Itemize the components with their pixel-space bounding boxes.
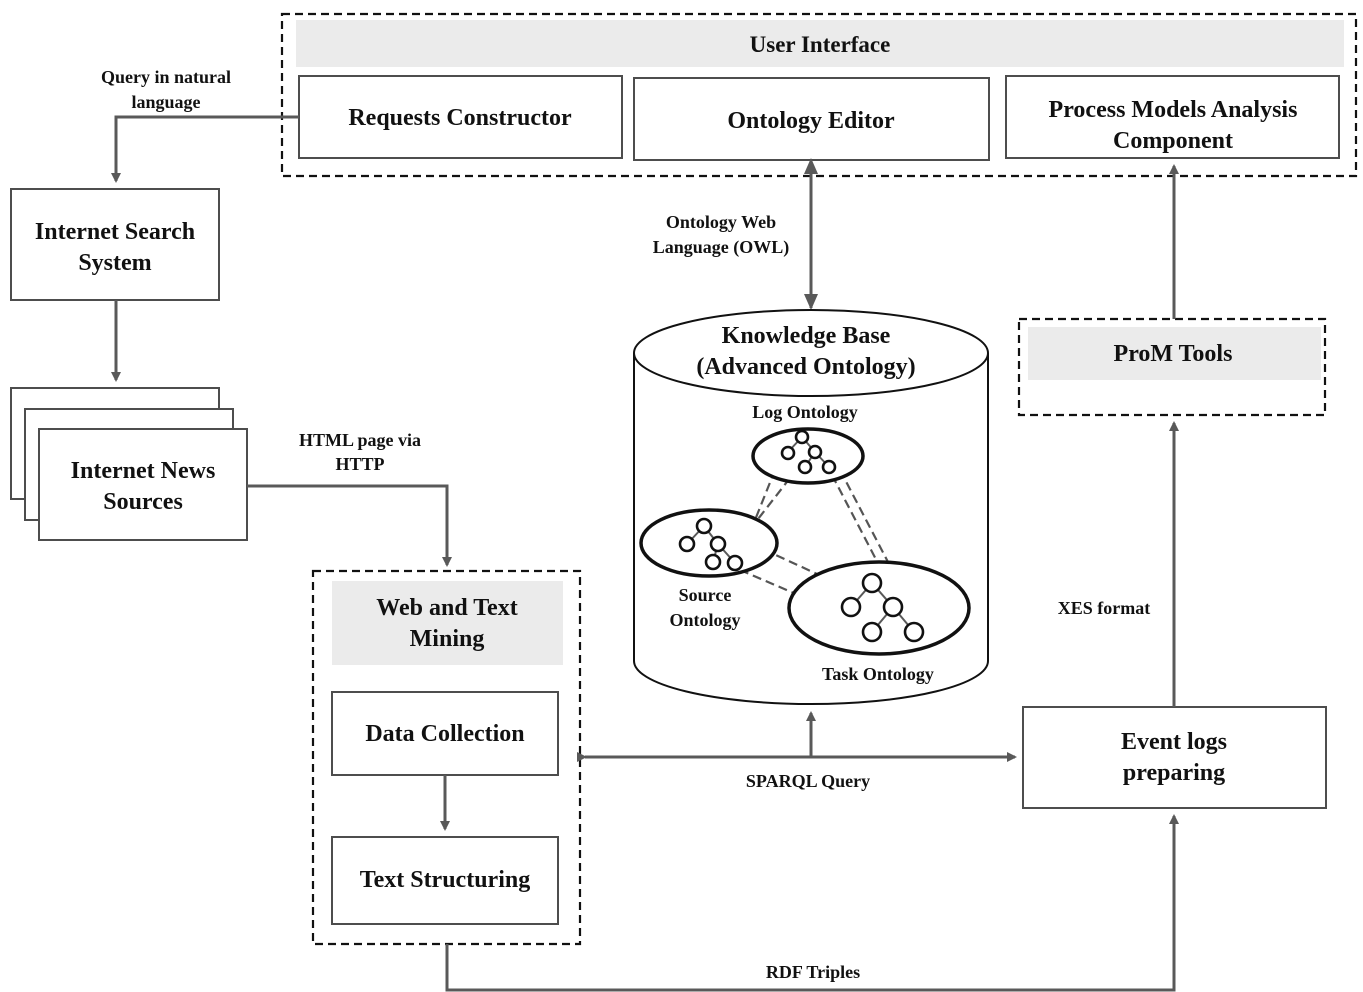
task-ontology-label: Task Ontology <box>822 664 934 684</box>
text-structuring-label: Text Structuring <box>360 867 530 893</box>
search-system-label-line2: System <box>78 250 151 276</box>
rdf-arrow <box>445 814 1179 992</box>
requests-constructor-box <box>298 75 623 159</box>
event-logs-label-line2: preparing <box>1123 760 1225 786</box>
cylinder-top <box>633 309 989 397</box>
log-ontology-tree-icon <box>780 429 837 475</box>
news-sources-box <box>38 428 248 541</box>
mining-group: Web and Text Mining Data Collection Text… <box>311 569 582 946</box>
query-arrow <box>111 115 299 183</box>
ontology-editor-box <box>633 77 990 161</box>
prom-tools-border <box>1017 317 1327 417</box>
process-models-label-line1: Process Models Analysis <box>1049 97 1298 123</box>
prom-tools-group: ProM Tools <box>1017 317 1327 417</box>
search-system-box <box>10 188 220 301</box>
search-system-label-line1: Internet Search <box>35 219 195 245</box>
html-http-label-line1: HTML page via <box>299 430 421 450</box>
prom-tools-header <box>1028 327 1321 380</box>
log-ontology-label: Log Ontology <box>752 402 858 422</box>
requests-constructor-label: Requests Constructor <box>348 105 572 131</box>
mining-title-line1: Web and Text <box>376 595 517 621</box>
data-collection-box <box>331 691 559 776</box>
xes-label: XES format <box>1058 598 1151 618</box>
owl-label-line1: Ontology Web <box>666 212 776 232</box>
source-ontology-tree-icon <box>678 517 744 572</box>
user-interface-header <box>296 20 1344 67</box>
process-models-box <box>1005 75 1340 159</box>
knowledge-base-title-line1: Knowledge Base <box>722 323 891 349</box>
ontology-editor-label: Ontology Editor <box>727 108 895 134</box>
news-sources-label-line1: Internet News <box>71 458 216 484</box>
event-logs-box <box>1022 706 1327 809</box>
user-interface-title: User Interface <box>750 32 891 57</box>
user-interface-border <box>280 12 1358 178</box>
rdf-label: RDF Triples <box>766 962 860 982</box>
process-models-label-line2: Component <box>1113 128 1233 154</box>
owl-label-line2: Language (OWL) <box>653 237 790 258</box>
task-ontology-tree-icon <box>840 572 925 643</box>
mining-title-line2: Mining <box>410 626 485 652</box>
sparql-label: SPARQL Query <box>746 771 870 791</box>
log-source-link <box>729 477 791 556</box>
prom-tools-label: ProM Tools <box>1114 341 1233 367</box>
user-interface-group: User Interface Requests Constructor Onto… <box>280 12 1358 178</box>
query-label-line1: Query in natural <box>101 67 231 87</box>
data-collection-label: Data Collection <box>365 721 524 747</box>
event-logs-label-line1: Event logs <box>1121 729 1227 755</box>
source-ontology-label-line1: Source <box>679 585 732 605</box>
html-http-arrow <box>247 484 452 567</box>
query-label-line2: language <box>131 92 200 112</box>
knowledge-base-title-line2: (Advanced Ontology) <box>696 354 915 380</box>
source-ontology-label-line2: Ontology <box>669 610 740 630</box>
knowledge-base-cylinder: Knowledge Base (Advanced Ontology) Log O… <box>633 309 989 705</box>
text-structuring-box <box>331 836 559 925</box>
mining-header <box>332 581 563 665</box>
source-ontology-ellipse <box>639 508 779 578</box>
news-sources-label-line2: Sources <box>103 489 183 515</box>
news-sources-stack: Internet News Sources <box>10 387 248 541</box>
html-http-label-line2: HTTP <box>335 454 384 474</box>
